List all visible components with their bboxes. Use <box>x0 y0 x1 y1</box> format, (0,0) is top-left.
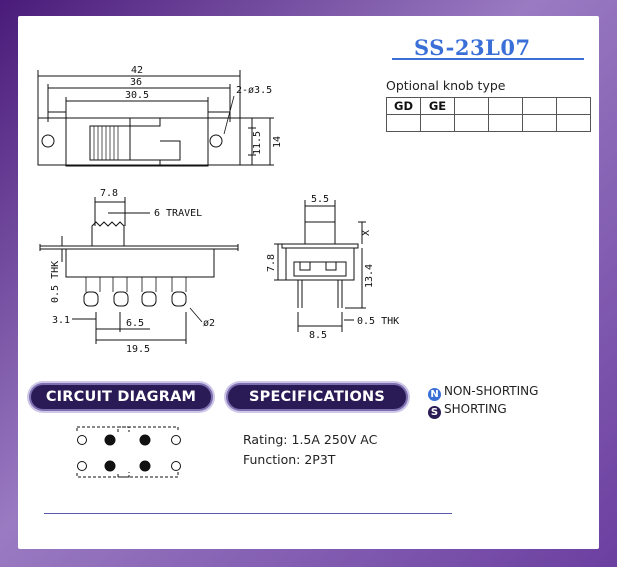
pin <box>141 291 157 307</box>
end-body <box>285 247 355 281</box>
dim-label: 19.5 <box>126 344 150 355</box>
end-body-detail <box>293 261 347 277</box>
dim-label: 13.4 <box>364 264 375 288</box>
knob-cell <box>556 114 591 132</box>
dim-label: 6 TRAVEL <box>154 208 202 219</box>
dim-label: 30.5 <box>125 90 149 101</box>
pin <box>113 291 129 307</box>
circuit-mask <box>70 432 188 472</box>
side-knob <box>91 221 125 246</box>
circuit-contact-open <box>77 461 87 471</box>
dim-label: 5.5 <box>311 194 329 205</box>
slot-detail <box>129 118 181 166</box>
dim-label: 11.5 <box>252 131 263 155</box>
pin <box>171 291 187 307</box>
knob-type-title: Optional knob type <box>386 78 506 93</box>
dim-label: 7.8 <box>266 254 277 272</box>
spec-function: Function: 2P3T <box>243 452 336 467</box>
dim-label: 0.5 THK <box>357 316 399 327</box>
circuit-contact-open <box>77 435 87 445</box>
circuit-contact-open <box>171 435 181 445</box>
n-badge-icon: N <box>428 388 441 401</box>
end-flange <box>281 243 359 249</box>
end-knob <box>304 221 336 245</box>
legend-non-shorting-label: NON-SHORTING <box>444 384 539 398</box>
mounting-hole <box>209 134 223 148</box>
circuit-diagram <box>70 426 188 478</box>
leader-line <box>223 95 235 135</box>
specifications-title: SPECIFICATIONS <box>248 389 386 405</box>
dim-label: ø2 <box>203 318 215 329</box>
circuit-diagram-header: CIRCUIT DIAGRAM <box>31 385 211 409</box>
circuit-contact-closed <box>104 434 116 446</box>
leader-line <box>189 307 203 323</box>
dim-label: 36 <box>130 77 142 88</box>
side-body <box>65 248 215 278</box>
pin-lines <box>85 277 187 292</box>
dim-label: 2-ø3.5 <box>236 85 272 96</box>
flange-ends <box>39 244 239 251</box>
model-underline <box>392 58 584 60</box>
knob-row-1: GD GE <box>386 97 591 115</box>
s-badge-icon: S <box>428 406 441 419</box>
model-number: SS-23L07 <box>414 35 531 60</box>
dim-label: 14 <box>272 136 283 148</box>
mounting-hole <box>41 134 55 148</box>
dim-label: 3.1 <box>52 315 70 326</box>
top-body-tabs <box>47 111 231 118</box>
pin <box>83 291 99 307</box>
top-view-drawing <box>37 70 274 167</box>
dim-label: 0.5 THK <box>50 261 61 303</box>
end-pins <box>297 280 343 308</box>
circuit-contact-closed <box>139 460 151 472</box>
dim-label: 7.8 <box>100 188 118 199</box>
side-view-drawing <box>39 197 239 344</box>
knob-ribs <box>93 126 119 160</box>
legend-shorting-label: SHORTING <box>444 402 507 416</box>
spec-rating: Rating: 1.5A 250V AC <box>243 432 378 447</box>
knob-type-table: GD GE <box>386 97 591 132</box>
top-body-center <box>65 117 209 167</box>
end-view-drawing <box>274 200 366 332</box>
knob-row-2 <box>386 114 591 132</box>
dim-label: 8.5 <box>309 330 327 341</box>
circuit-contact-closed <box>139 434 151 446</box>
circuit-diagram-title: CIRCUIT DIAGRAM <box>45 389 197 405</box>
dim-label: X <box>361 230 372 236</box>
footer-rule <box>44 513 452 514</box>
dim-label: 6.5 <box>126 318 144 329</box>
specifications-header: SPECIFICATIONS <box>228 385 406 409</box>
circuit-contact-open <box>171 461 181 471</box>
circuit-contact-closed <box>104 460 116 472</box>
dim-label: 42 <box>131 65 143 76</box>
